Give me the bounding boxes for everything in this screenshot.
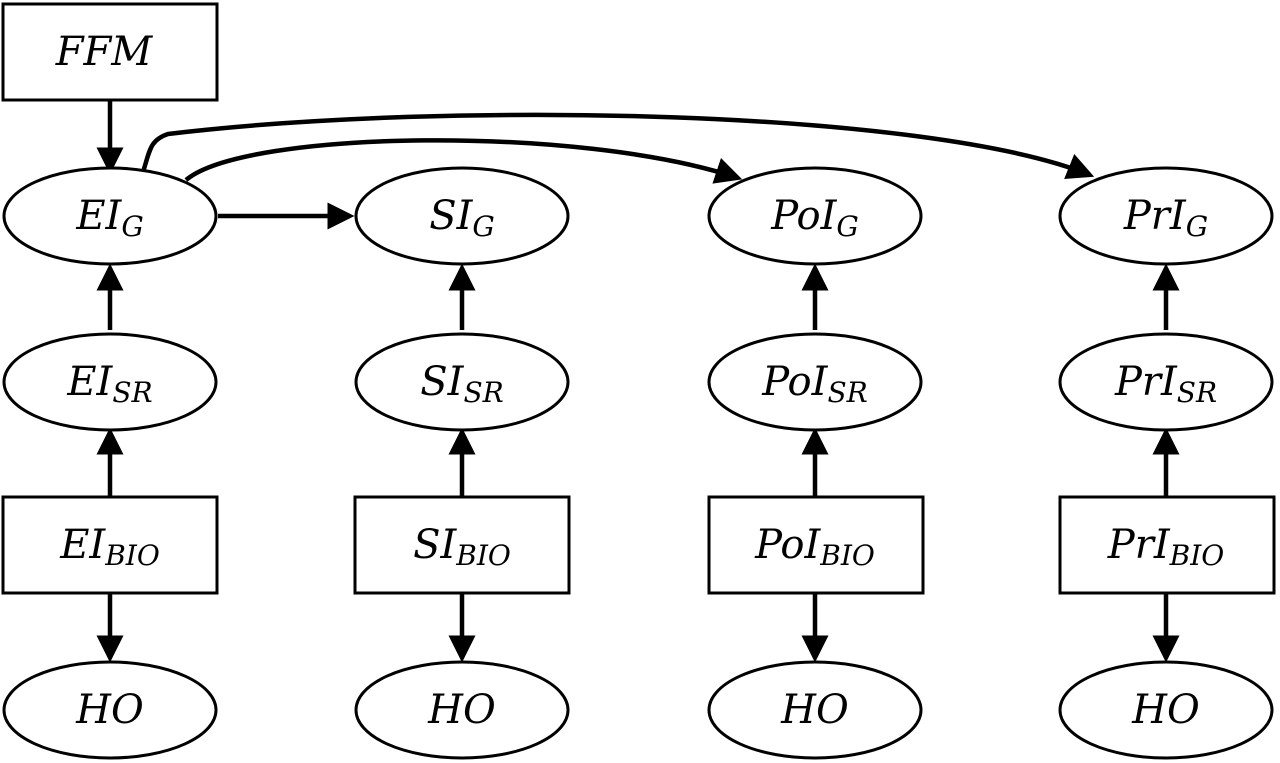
node-si-g-label: SI bbox=[429, 193, 473, 239]
node-si-sr-subscript: SR bbox=[463, 376, 503, 409]
node-ei-sr-label: EI bbox=[66, 359, 113, 405]
node-ho-3-label: HO bbox=[780, 687, 849, 733]
edges bbox=[96, 101, 1180, 663]
node-pri-bio: PrIBIO bbox=[1058, 495, 1276, 595]
svg-text:PoIBIO: PoIBIO bbox=[754, 522, 875, 572]
node-si-bio-subscript: BIO bbox=[455, 539, 511, 572]
node-ei-g-label: EI bbox=[75, 193, 122, 239]
svg-text:HO: HO bbox=[427, 687, 496, 733]
node-ho-3: HO bbox=[707, 660, 923, 760]
svg-text:EIBIO: EIBIO bbox=[59, 522, 160, 572]
node-pri-sr: PrISR bbox=[1058, 332, 1274, 432]
node-ffm: FFM bbox=[1, 2, 219, 102]
svg-text:PoISR: PoISR bbox=[761, 359, 867, 409]
node-pri-g: PrIG bbox=[1058, 166, 1274, 266]
svg-text:HO: HO bbox=[75, 687, 144, 733]
node-pri-g-subscript: G bbox=[1186, 210, 1208, 243]
node-si-g: SIG bbox=[354, 166, 570, 266]
node-ei-g: EIG bbox=[2, 166, 218, 266]
node-si-bio: SIBIO bbox=[353, 495, 571, 595]
node-pri-sr-label: PrI bbox=[1114, 359, 1178, 405]
svg-text:PrISR: PrISR bbox=[1114, 359, 1217, 409]
node-poi-bio: PoIBIO bbox=[707, 495, 925, 595]
node-ei-sr: EISR bbox=[2, 332, 218, 432]
node-poi-sr: PoISR bbox=[707, 332, 923, 432]
node-ei-sr-subscript: SR bbox=[112, 376, 152, 409]
node-poi-g: PoIG bbox=[707, 166, 923, 266]
node-poi-bio-label: PoI bbox=[754, 522, 821, 568]
svg-text:SIBIO: SIBIO bbox=[413, 522, 511, 572]
node-poi-g-subscript: G bbox=[836, 210, 858, 243]
node-ho-4-label: HO bbox=[1131, 687, 1200, 733]
node-ho-1-label: HO bbox=[75, 687, 144, 733]
node-ffm-label: FFM bbox=[55, 29, 154, 75]
node-pri-bio-label: PrI bbox=[1107, 522, 1171, 568]
node-poi-sr-subscript: SR bbox=[827, 376, 867, 409]
svg-text:EISR: EISR bbox=[66, 359, 152, 409]
node-pri-g-label: PrI bbox=[1123, 193, 1187, 239]
node-ho-4: HO bbox=[1058, 660, 1274, 760]
edge-ei-g-to-pri-g bbox=[140, 112, 1095, 180]
svg-text:HO: HO bbox=[780, 687, 849, 733]
node-poi-bio-subscript: BIO bbox=[819, 539, 875, 572]
node-ho-1: HO bbox=[2, 660, 218, 760]
edge-ei-g-to-poi-g bbox=[184, 138, 743, 184]
node-ei-bio-subscript: BIO bbox=[104, 539, 160, 572]
node-ei-bio-label: EI bbox=[59, 522, 106, 568]
svg-text:PrIG: PrIG bbox=[1123, 193, 1208, 243]
node-poi-g-label: PoI bbox=[770, 193, 837, 239]
svg-text:SIG: SIG bbox=[429, 193, 495, 243]
node-ho-2: HO bbox=[354, 660, 570, 760]
node-poi-sr-label: PoI bbox=[761, 359, 828, 405]
node-si-sr-label: SI bbox=[420, 359, 464, 405]
node-ei-g-subscript: G bbox=[121, 210, 143, 243]
node-ho-2-label: HO bbox=[427, 687, 496, 733]
node-si-sr: SISR bbox=[354, 332, 570, 432]
svg-text:HO: HO bbox=[1131, 687, 1200, 733]
node-pri-bio-subscript: BIO bbox=[1169, 539, 1225, 572]
svg-text:PoIG: PoIG bbox=[770, 193, 859, 243]
node-pri-sr-subscript: SR bbox=[1177, 376, 1217, 409]
node-si-g-subscript: G bbox=[472, 210, 494, 243]
node-si-bio-label: SI bbox=[413, 522, 457, 568]
svg-text:EIG: EIG bbox=[75, 193, 143, 243]
svg-text:FFM: FFM bbox=[55, 29, 154, 75]
node-ei-bio: EIBIO bbox=[1, 495, 219, 595]
svg-text:SISR: SISR bbox=[420, 359, 503, 409]
svg-text:PrIBIO: PrIBIO bbox=[1107, 522, 1224, 572]
